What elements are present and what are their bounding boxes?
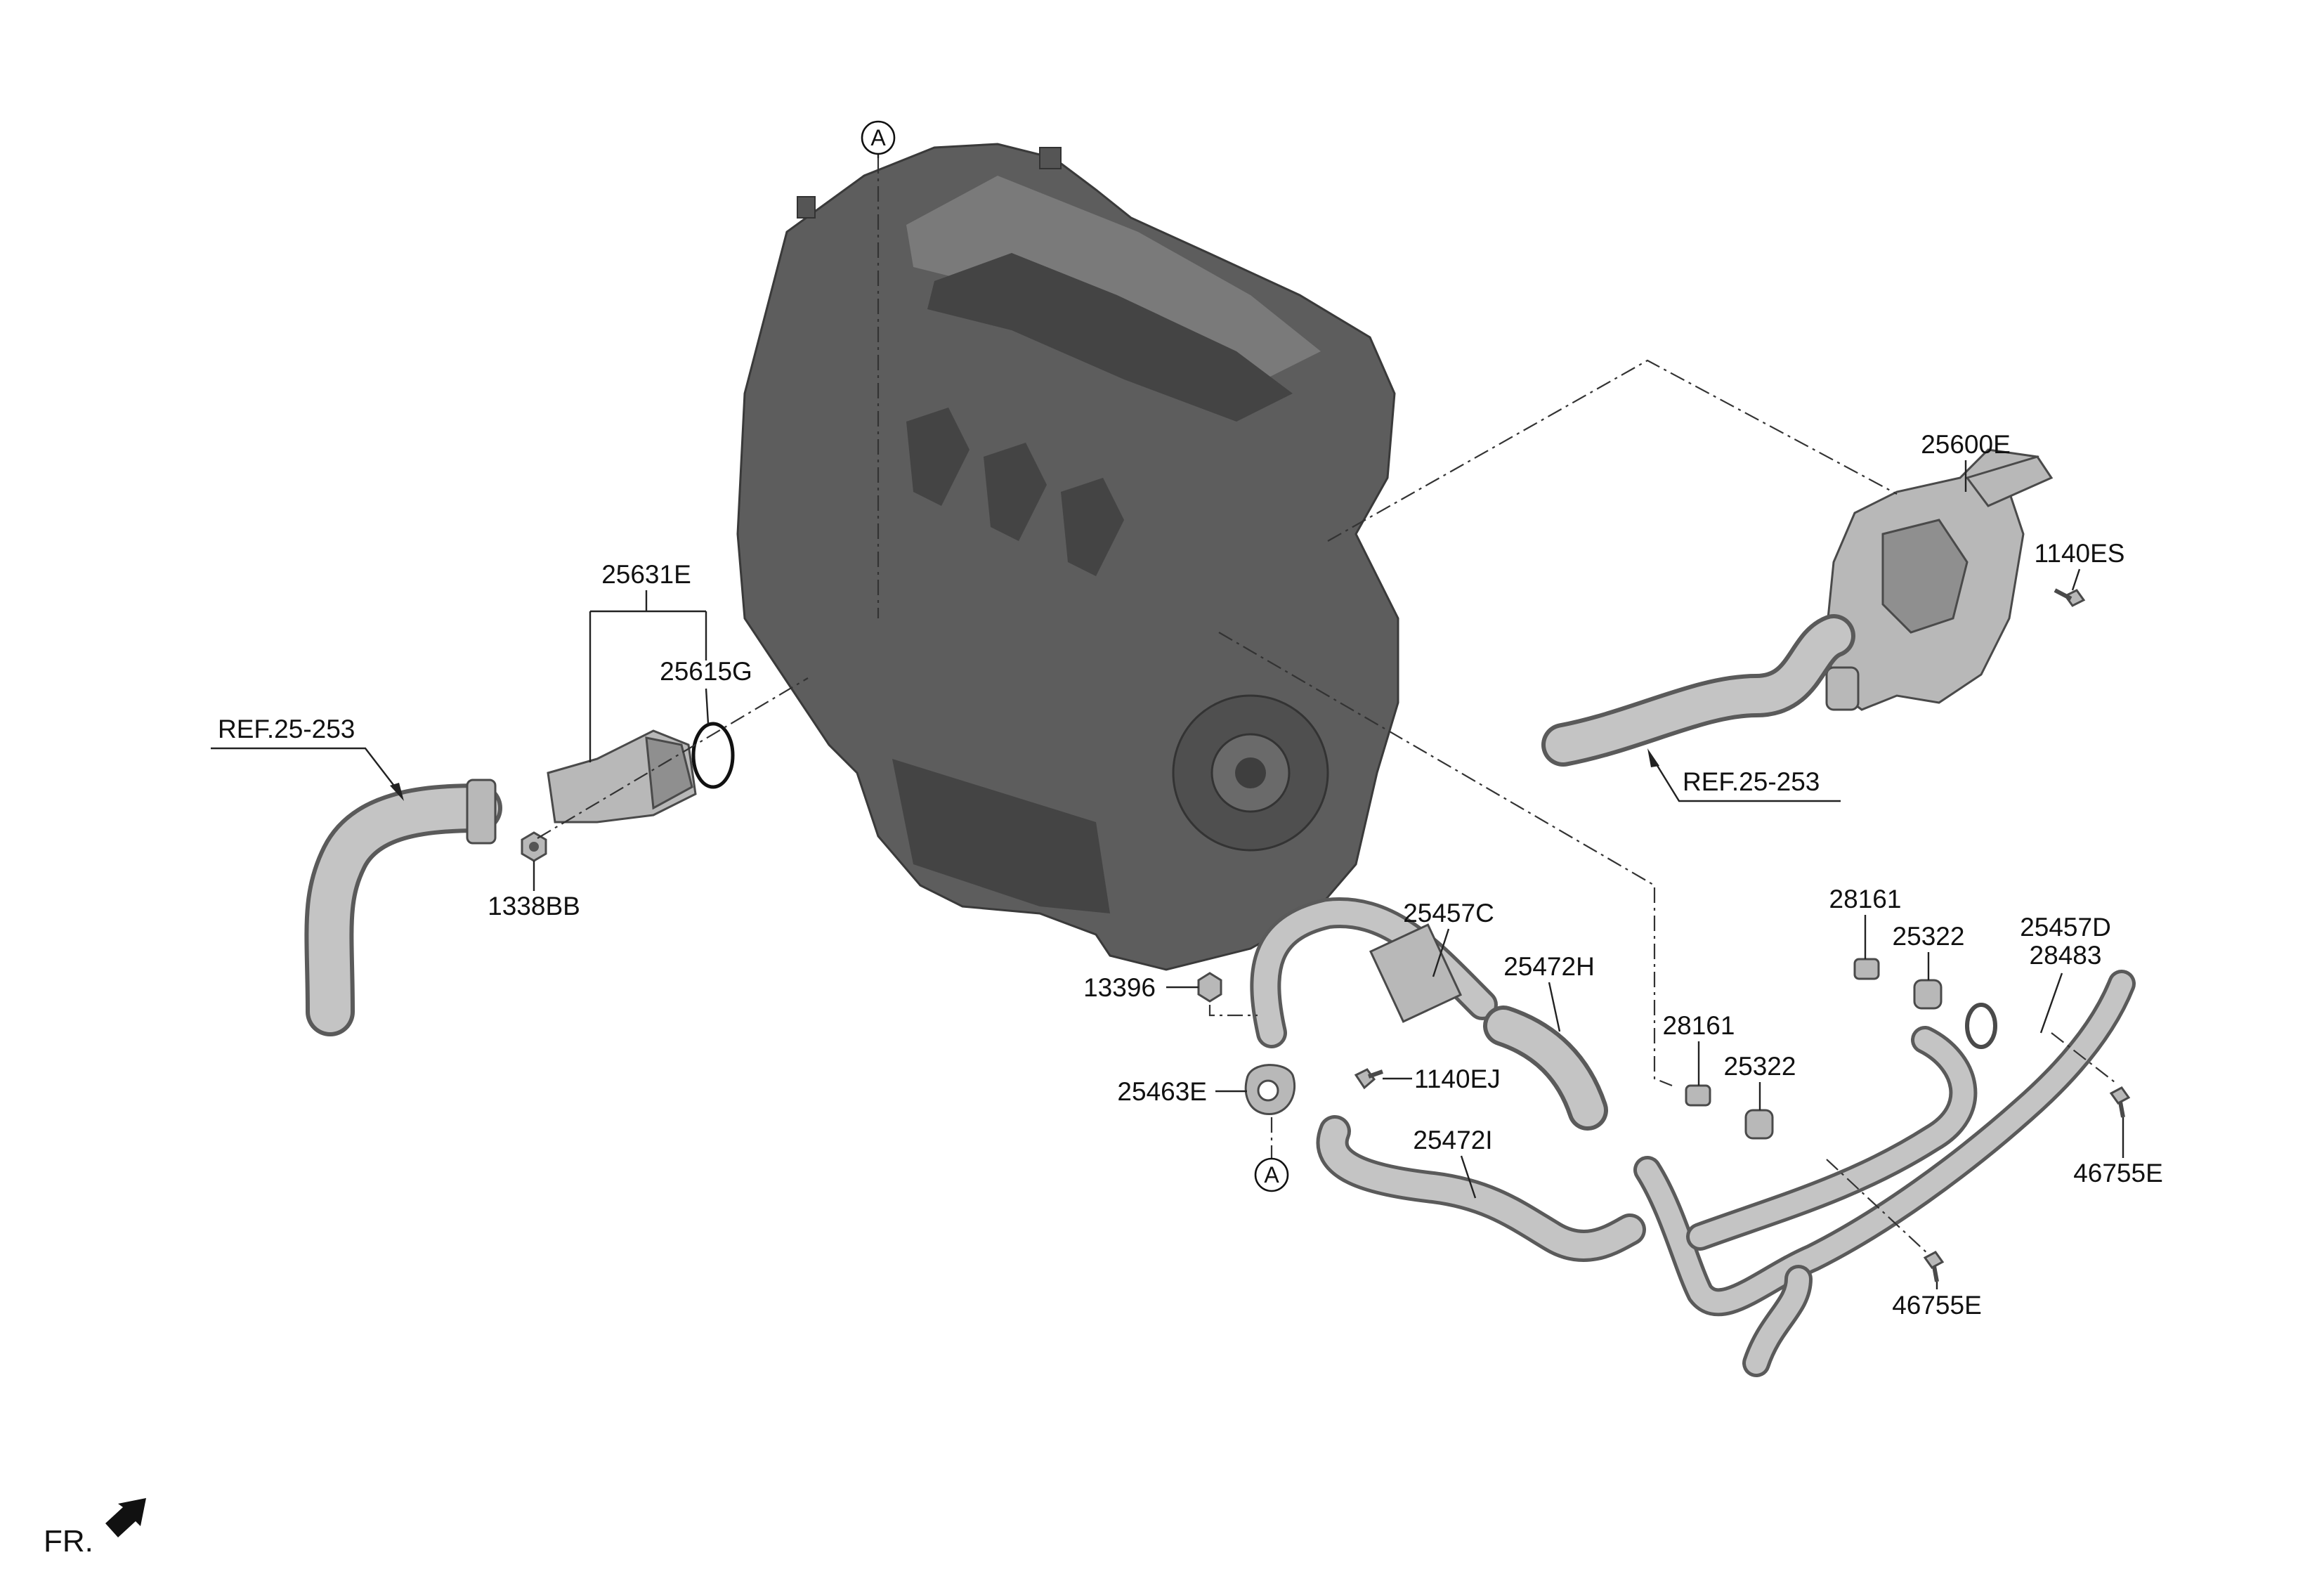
label-28483: 28483 <box>2030 941 2102 970</box>
reference-marker-a-top: A <box>861 120 896 155</box>
label-13396: 13396 <box>1083 973 1156 1002</box>
hose-25472i <box>1316 1115 1646 1262</box>
svg-text:A: A <box>870 125 886 150</box>
label-1338bb: 1338BB <box>488 892 580 920</box>
label-25631e: 25631E <box>601 560 691 589</box>
engine-block <box>736 143 1399 971</box>
front-arrow-icon <box>105 1498 146 1537</box>
front-label: FR. <box>44 1524 93 1558</box>
label-28161-top: 28161 <box>1829 885 1902 913</box>
gasket-25463e <box>1244 1064 1296 1115</box>
part-labels: 25600E 1140ES REF.25-253 25631E 25615G R… <box>218 430 2163 1320</box>
label-25322-top: 25322 <box>1893 922 1965 951</box>
label-25472h: 25472H <box>1503 952 1595 981</box>
label-25457d: 25457D <box>2020 913 2111 942</box>
o-ring <box>691 722 735 789</box>
upper-hose-right <box>1541 614 1855 767</box>
bolt-1140ej <box>1354 1068 1383 1090</box>
coolant-housing-assembly <box>1825 448 2054 711</box>
label-25600e: 25600E <box>1921 430 2011 459</box>
bolt-46755e-bottom <box>1923 1251 1945 1282</box>
nut-1338bb <box>521 831 547 862</box>
water-inlet-fitting <box>547 729 697 824</box>
radiator-hose-left <box>304 779 502 1036</box>
plug-28161-mid <box>1685 1084 1711 1107</box>
label-1140es: 1140ES <box>2035 539 2125 568</box>
plug-13396 <box>1197 972 1222 1003</box>
reference-marker-a-bottom: A <box>1254 1157 1289 1192</box>
label-25615g: 25615G <box>660 657 752 686</box>
svg-text:A: A <box>1264 1162 1279 1187</box>
alignment-lines <box>537 158 2115 1255</box>
leader-lines <box>211 153 2124 1289</box>
coolant-pipe-25457c <box>1250 897 1498 1048</box>
plug-28161-top <box>1853 958 1880 980</box>
hose-25472h <box>1483 1005 1608 1131</box>
label-ref-left: REF.25-253 <box>218 715 355 743</box>
coolant-pipe-assembly-25457d <box>1633 970 2136 1377</box>
label-25472i: 25472I <box>1413 1126 1492 1154</box>
label-ref-right: REF.25-253 <box>1683 767 1820 796</box>
cap-25322-top <box>1913 979 1943 1010</box>
label-25322-mid: 25322 <box>1724 1052 1796 1081</box>
label-1140ej: 1140EJ <box>1414 1065 1501 1093</box>
bolt-46755e-right <box>2109 1086 2131 1118</box>
label-46755e-bottom: 46755E <box>1892 1291 1982 1320</box>
front-direction-indicator: FR. <box>44 1498 146 1558</box>
bolt-1140es <box>2054 588 2086 607</box>
label-25457c: 25457C <box>1403 899 1494 928</box>
label-28161-mid: 28161 <box>1663 1011 1735 1040</box>
cap-25322-mid <box>1744 1109 1774 1140</box>
label-46755e-right: 46755E <box>2073 1159 2163 1187</box>
label-25463e: 25463E <box>1117 1077 1207 1106</box>
